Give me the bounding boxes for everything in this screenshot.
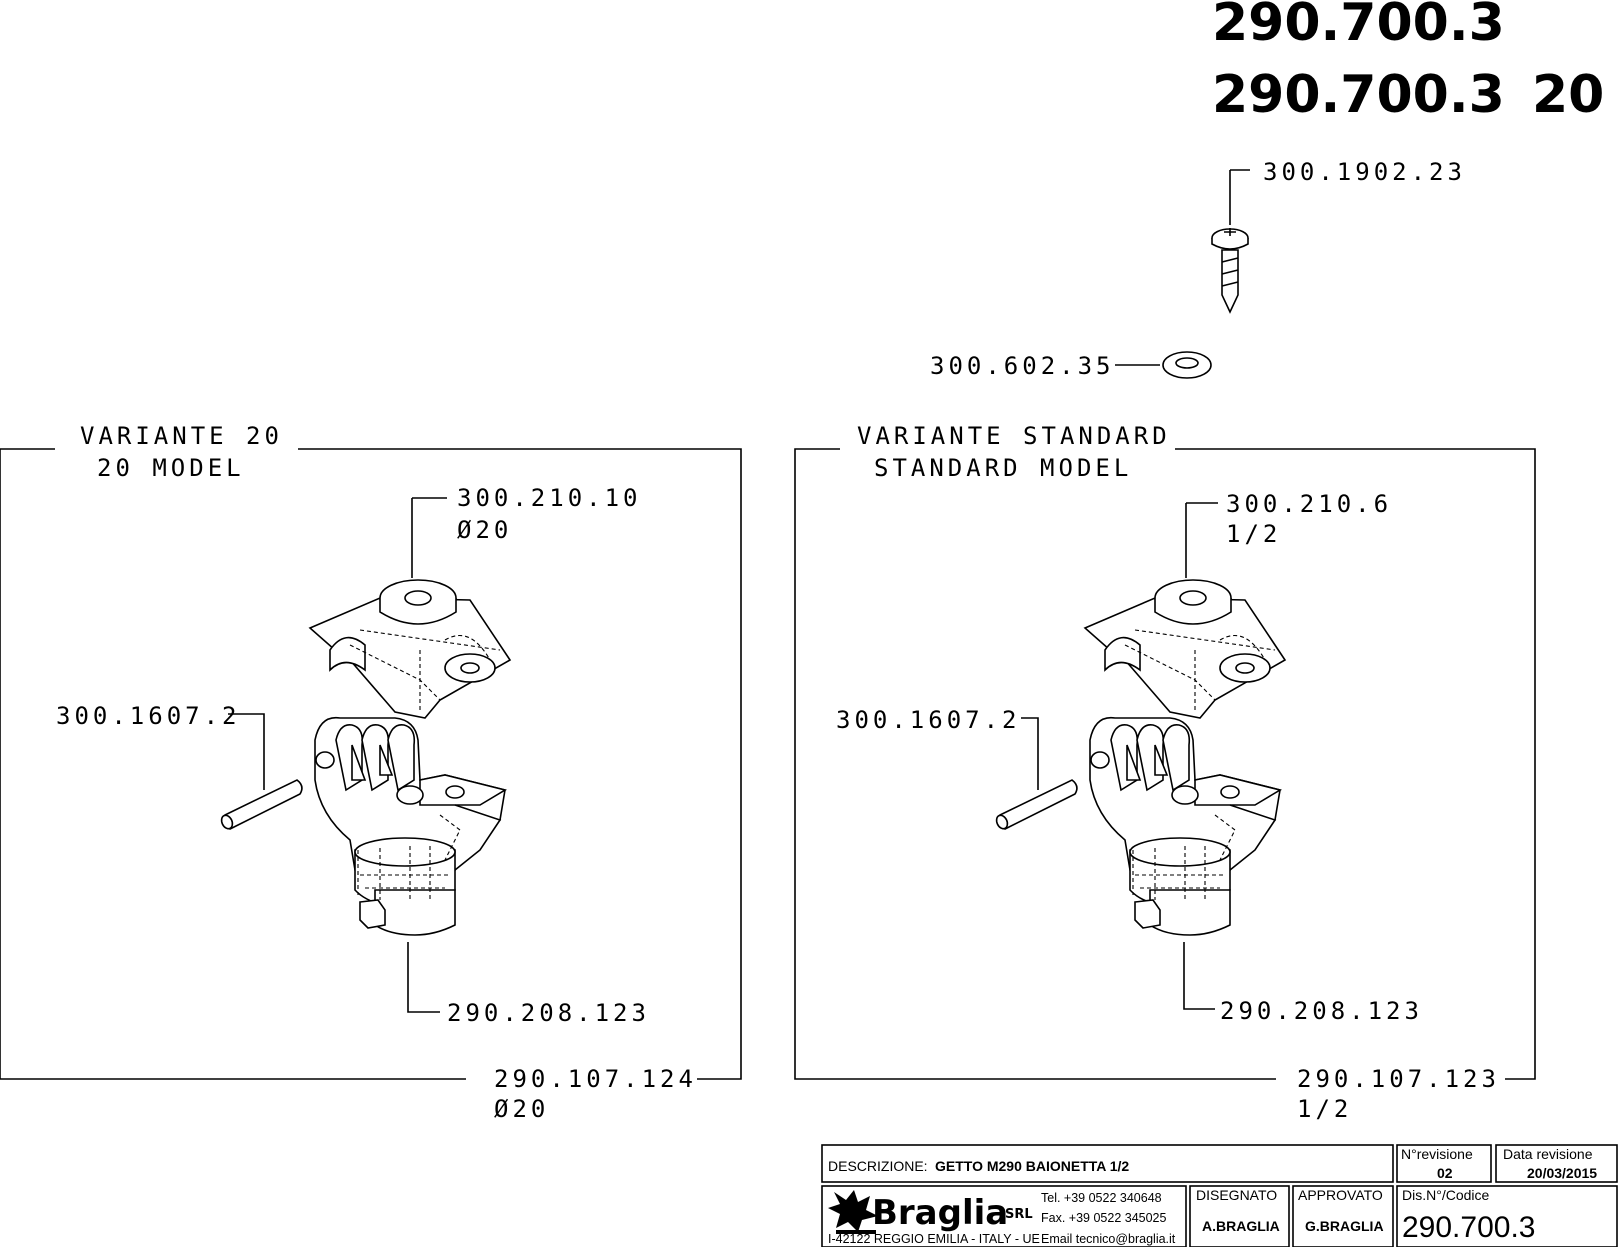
approved-by-value: G.BRAGLIA <box>1305 1218 1384 1234</box>
washer-code-label: 300.602.35 <box>930 352 1115 380</box>
screw-leader-line <box>1229 169 1250 225</box>
variant-20-title-it: VARIANTE 20 <box>80 422 283 450</box>
screw-callout: 300.1902.23 <box>1211 158 1466 314</box>
revision-date-label: Data revisione <box>1503 1146 1593 1162</box>
revision-date-value: 20/03/2015 <box>1527 1165 1597 1181</box>
variant-20-pin-drawing <box>218 779 303 832</box>
washer-drawing <box>1162 351 1212 379</box>
variant-standard-assembly-size: 1/2 <box>1297 1095 1352 1123</box>
variant-standard-clamp-drawing <box>1084 579 1286 719</box>
variant-standard-pin-drawing <box>993 779 1078 832</box>
variant-20-title-en: 20 MODEL <box>97 454 245 482</box>
title-block: DESCRIZIONE: GETTO M290 BAIONETTA 1/2 N°… <box>821 1144 1618 1247</box>
header-codes: 290.700.3 290.700.3 20 <box>1212 0 1604 125</box>
drawing-number-label: Dis.N°/Codice <box>1402 1187 1490 1203</box>
revision-label: N°revisione <box>1401 1146 1473 1162</box>
header-code-line-1: 290.700.3 <box>1212 0 1505 53</box>
company-address: I-42122 REGGIO EMILIA - ITALY - UE <box>828 1232 1040 1246</box>
washer-callout: 300.602.35 <box>930 351 1212 380</box>
company-suffix: SRL <box>1005 1207 1033 1222</box>
variant-20-body-code: 290.208.123 <box>447 999 650 1027</box>
description-cell <box>821 1144 1394 1183</box>
variant-standard-panel: VARIANTE STANDARD STANDARD MODEL 300.210… <box>794 422 1536 1123</box>
drawn-by-value: A.BRAGLIA <box>1202 1218 1280 1234</box>
company-phone: Tel. +39 0522 340648 <box>1041 1191 1162 1205</box>
screw-drawing <box>1211 228 1249 314</box>
header-variant-suffix: 20 <box>1532 65 1604 125</box>
company-fax: Fax. +39 0522 345025 <box>1041 1211 1166 1225</box>
screw-code-label: 300.1902.23 <box>1263 158 1466 186</box>
approved-by-cell <box>1292 1185 1394 1247</box>
approved-by-label: APPROVATO <box>1298 1187 1383 1203</box>
variant-20-pin-leader <box>228 713 265 790</box>
variant-standard-title-en: STANDARD MODEL <box>874 454 1132 482</box>
variant-20-pin-code: 300.1607.2 <box>56 702 241 730</box>
variant-standard-frame <box>794 448 1536 1080</box>
revision-value: 02 <box>1437 1165 1453 1181</box>
description-value: GETTO M290 BAIONETTA 1/2 <box>935 1158 1129 1174</box>
drawn-by-cell <box>1189 1185 1290 1247</box>
drawing-number-cell <box>1396 1185 1618 1247</box>
variant-standard-clamp-code: 300.210.6 <box>1226 490 1392 518</box>
company-email: Email tecnico@braglia.it <box>1041 1232 1176 1246</box>
company-cell <box>821 1185 1187 1247</box>
description-label: DESCRIZIONE: <box>828 1158 928 1174</box>
variant-20-assembly-code: 290.107.124 <box>494 1065 697 1093</box>
header-code-line-2: 290.700.3 <box>1212 65 1505 125</box>
variant-standard-body-drawing <box>1089 716 1281 936</box>
variant-20-body-drawing <box>314 716 506 936</box>
drawn-by-label: DISEGNATO <box>1196 1187 1277 1203</box>
braglia-logo-icon <box>828 1190 878 1234</box>
variant-standard-clamp-leader <box>1185 502 1218 578</box>
variant-20-panel: VARIANTE 20 20 MODEL 300.210.10 Ø20 300.… <box>0 422 742 1123</box>
variant-20-frame <box>0 448 742 1080</box>
variant-20-clamp-leader <box>411 497 447 578</box>
variant-20-clamp-code: 300.210.10 <box>457 484 642 512</box>
variant-standard-body-leader <box>1183 942 1215 1010</box>
variant-20-assembly-size: Ø20 <box>494 1095 549 1123</box>
company-name: Braglia <box>872 1193 1008 1233</box>
variant-standard-body-code: 290.208.123 <box>1220 997 1423 1025</box>
variant-20-clamp-size: Ø20 <box>457 516 512 544</box>
variant-standard-clamp-size: 1/2 <box>1226 520 1281 548</box>
variant-standard-title-it: VARIANTE STANDARD <box>857 422 1171 450</box>
revision-cell <box>1396 1144 1492 1183</box>
variant-20-clamp-drawing <box>309 579 511 719</box>
revision-date-cell <box>1495 1144 1618 1183</box>
variant-standard-assembly-code: 290.107.123 <box>1297 1065 1500 1093</box>
variant-standard-pin-leader <box>1021 717 1039 790</box>
variant-20-body-leader <box>407 942 440 1013</box>
drawing-number-value: 290.700.3 <box>1402 1211 1535 1244</box>
variant-standard-pin-code: 300.1607.2 <box>836 706 1021 734</box>
